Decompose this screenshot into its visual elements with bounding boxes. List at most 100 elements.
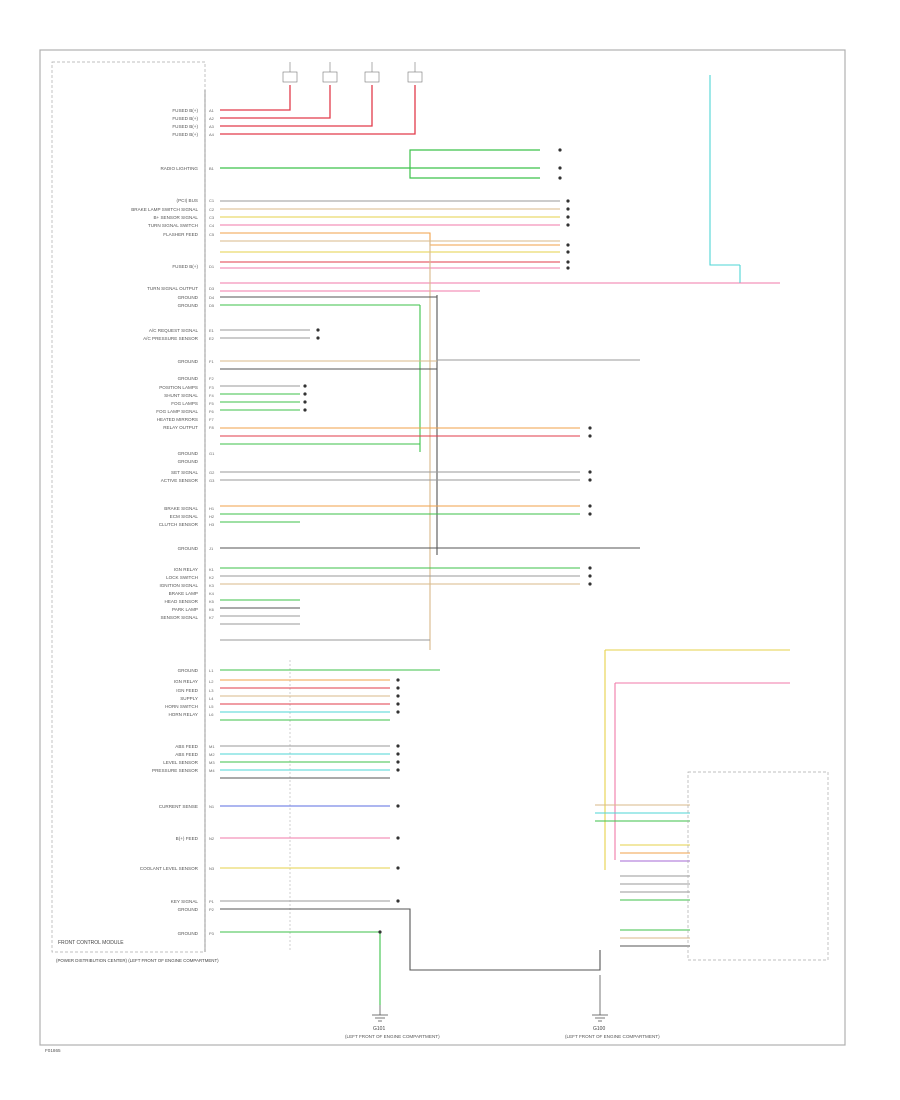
svg-text:BRAKE LAMP: BRAKE LAMP (169, 591, 198, 596)
svg-text:E1: E1 (209, 328, 215, 333)
footer-code: F01865 (45, 1048, 61, 1053)
svg-text:GROUND: GROUND (178, 931, 199, 936)
svg-text:F5: F5 (209, 401, 214, 406)
svg-text:D5: D5 (209, 303, 215, 308)
bus-signal-wires (220, 200, 740, 292)
ground-symbol-right (592, 975, 608, 1022)
svg-text:HORN RELAY: HORN RELAY (168, 712, 198, 717)
svg-text:K3: K3 (209, 583, 215, 588)
pdc-subtitle: (POWER DISTRIBUTION CENTER) (LEFT FRONT … (56, 958, 219, 963)
vertical-trunks (220, 240, 438, 650)
ground-left-note: (LEFT FRONT OF ENGINE COMPARTMENT) (345, 1034, 440, 1039)
horn-relay-wires (220, 669, 440, 721)
svg-text:G1: G1 (209, 451, 215, 456)
svg-text:PRESSURE SENSOR: PRESSURE SENSOR (152, 768, 199, 773)
svg-text:C2: C2 (209, 207, 215, 212)
svg-text:K6: K6 (209, 607, 215, 612)
svg-text:IGN RELAY: IGN RELAY (174, 567, 198, 572)
pdc-terminal-labels: FUSED B(+) FUSED B(+) FUSED B(+) FUSED B… (131, 108, 198, 936)
svg-text:G3: G3 (209, 478, 215, 483)
svg-text:IGN FEED: IGN FEED (176, 688, 198, 693)
pdc-title: FRONT CONTROL MODULE (58, 940, 124, 946)
svg-text:GROUND: GROUND (178, 295, 199, 300)
svg-text:ACTIVE SENSOR: ACTIVE SENSOR (161, 478, 199, 483)
svg-text:D3: D3 (209, 286, 215, 291)
svg-text:A3: A3 (209, 124, 215, 129)
svg-text:FUSED B(+): FUSED B(+) (172, 108, 198, 113)
svg-text:GROUND: GROUND (178, 359, 199, 364)
svg-text:P1: P1 (209, 899, 215, 904)
svg-text:PARK LAMP: PARK LAMP (172, 607, 198, 612)
svg-text:K2: K2 (209, 575, 215, 580)
svg-text:D4: D4 (209, 295, 215, 300)
svg-text:F4: F4 (209, 393, 214, 398)
svg-text:F1: F1 (209, 359, 214, 364)
svg-text:K1: K1 (209, 567, 215, 572)
svg-text:CURRENT SENSE: CURRENT SENSE (159, 804, 198, 809)
right-feeders (595, 649, 790, 947)
svg-text:A2: A2 (209, 116, 215, 121)
svg-text:F8: F8 (209, 425, 214, 430)
svg-text:(PCI) BUS: (PCI) BUS (177, 198, 198, 203)
svg-text:A/C REQUEST SIGNAL: A/C REQUEST SIGNAL (149, 328, 199, 333)
svg-text:FUSED B(+): FUSED B(+) (172, 264, 198, 269)
svg-text:CLUTCH SENSOR: CLUTCH SENSOR (159, 522, 199, 527)
svg-text:FOG LAMP SIGNAL: FOG LAMP SIGNAL (156, 409, 198, 414)
abs-level-wires (220, 745, 601, 1005)
svg-text:M3: M3 (209, 760, 215, 765)
svg-text:SET SIGNAL: SET SIGNAL (171, 470, 198, 475)
svg-text:M2: M2 (209, 752, 215, 757)
top-fuse-symbols (282, 62, 423, 83)
svg-text:RELAY OUTPUT: RELAY OUTPUT (163, 425, 198, 430)
svg-text:LOCK SWITCH: LOCK SWITCH (166, 575, 198, 580)
svg-text:C3: C3 (209, 215, 215, 220)
svg-text:FUSED B(+): FUSED B(+) (172, 116, 198, 121)
svg-text:FUSED B(+): FUSED B(+) (172, 124, 198, 129)
svg-text:P3: P3 (209, 931, 215, 936)
svg-text:TURN SIGNAL SWITCH: TURN SIGNAL SWITCH (148, 223, 198, 228)
svg-text:F2: F2 (209, 376, 214, 381)
svg-text:LEVEL SENSOR: LEVEL SENSOR (163, 760, 198, 765)
svg-text:ECM SIGNAL: ECM SIGNAL (170, 514, 199, 519)
svg-text:POSITION LAMPS: POSITION LAMPS (159, 385, 198, 390)
svg-text:HEAD SENSOR: HEAD SENSOR (165, 599, 199, 604)
svg-text:BRAKE SIGNAL: BRAKE SIGNAL (164, 506, 198, 511)
svg-text:COOLANT LEVEL SENSOR: COOLANT LEVEL SENSOR (140, 866, 199, 871)
svg-text:FOG LAMPS: FOG LAMPS (171, 401, 198, 406)
svg-text:TURN SIGNAL OUTPUT: TURN SIGNAL OUTPUT (147, 286, 198, 291)
svg-text:ABS FEED: ABS FEED (175, 744, 198, 749)
svg-text:GROUND: GROUND (178, 668, 199, 673)
svg-text:K7: K7 (209, 615, 215, 620)
svg-text:C1: C1 (209, 198, 215, 203)
svg-text:A1: A1 (209, 108, 215, 113)
svg-text:L2: L2 (209, 679, 214, 684)
sensor-wires (220, 471, 640, 549)
svg-text:F6: F6 (209, 409, 214, 414)
svg-text:L3: L3 (209, 688, 214, 693)
svg-text:N3: N3 (209, 866, 215, 871)
svg-text:HORN SWITCH: HORN SWITCH (165, 704, 198, 709)
svg-text:J1: J1 (209, 546, 214, 551)
svg-text:SUPPLY: SUPPLY (180, 696, 198, 701)
ground-left-label: G101 (373, 1026, 385, 1032)
svg-text:GROUND: GROUND (178, 459, 199, 464)
svg-text:B1: B1 (209, 166, 215, 171)
svg-text:C5: C5 (209, 232, 215, 237)
connector-dots (303, 148, 592, 934)
svg-text:BRAKE LAMP SWITCH SIGNAL: BRAKE LAMP SWITCH SIGNAL (131, 207, 198, 212)
svg-text:SENSOR SIGNAL: SENSOR SIGNAL (160, 615, 198, 620)
radio-lighting-wires (220, 149, 540, 179)
svg-text:C4: C4 (209, 223, 215, 228)
svg-text:GROUND: GROUND (178, 451, 199, 456)
svg-text:B+ SENSOR SIGNAL: B+ SENSOR SIGNAL (153, 215, 198, 220)
svg-text:HEATED MIRRORS: HEATED MIRRORS (157, 417, 198, 422)
svg-text:A4: A4 (209, 132, 215, 137)
svg-text:F7: F7 (209, 417, 214, 422)
ground-right-label: G100 (593, 1026, 605, 1032)
ground-right-note: (LEFT FRONT OF ENGINE COMPARTMENT) (565, 1034, 660, 1039)
ignition-lock-wires (220, 567, 580, 641)
svg-text:SHUNT SIGNAL: SHUNT SIGNAL (164, 393, 198, 398)
top-right-splice (709, 75, 780, 284)
svg-text:KEY SIGNAL: KEY SIGNAL (171, 899, 199, 904)
